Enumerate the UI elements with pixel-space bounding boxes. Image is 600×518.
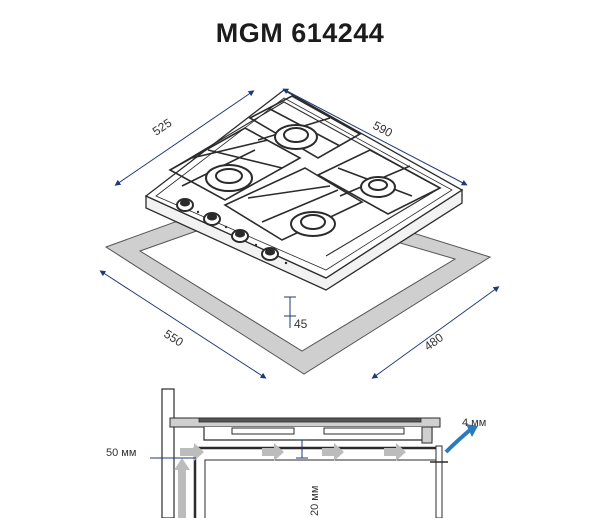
knob-3 <box>231 229 249 243</box>
airflow-arrows <box>174 443 406 518</box>
product-title: MGM 614244 <box>215 18 385 48</box>
control-knobs <box>176 198 279 261</box>
dim-cutout-depth: 480 <box>422 330 447 353</box>
knob-2 <box>203 212 221 226</box>
dim-cutout-width: 550 <box>161 327 186 350</box>
dimension-lines <box>99 88 500 379</box>
section-view <box>161 388 448 518</box>
section-gap-below-label: 20 мм <box>309 486 321 516</box>
dim-hob-depth: 525 <box>150 116 175 139</box>
burner-front-left <box>290 211 336 237</box>
burner-back-right <box>274 124 318 150</box>
blue-airflow-arrow <box>444 424 478 454</box>
burner-back-left <box>205 164 253 192</box>
section-dimension-lines <box>150 439 308 459</box>
section-gap-side-label: 50 мм <box>106 447 136 459</box>
control-dots <box>196 210 288 265</box>
dim-height: 45 <box>294 317 308 331</box>
burner-front-right <box>360 176 396 198</box>
knob-4 <box>261 247 279 261</box>
knob-1 <box>176 198 194 212</box>
section-gap-right-label: 4 мм <box>462 417 486 429</box>
